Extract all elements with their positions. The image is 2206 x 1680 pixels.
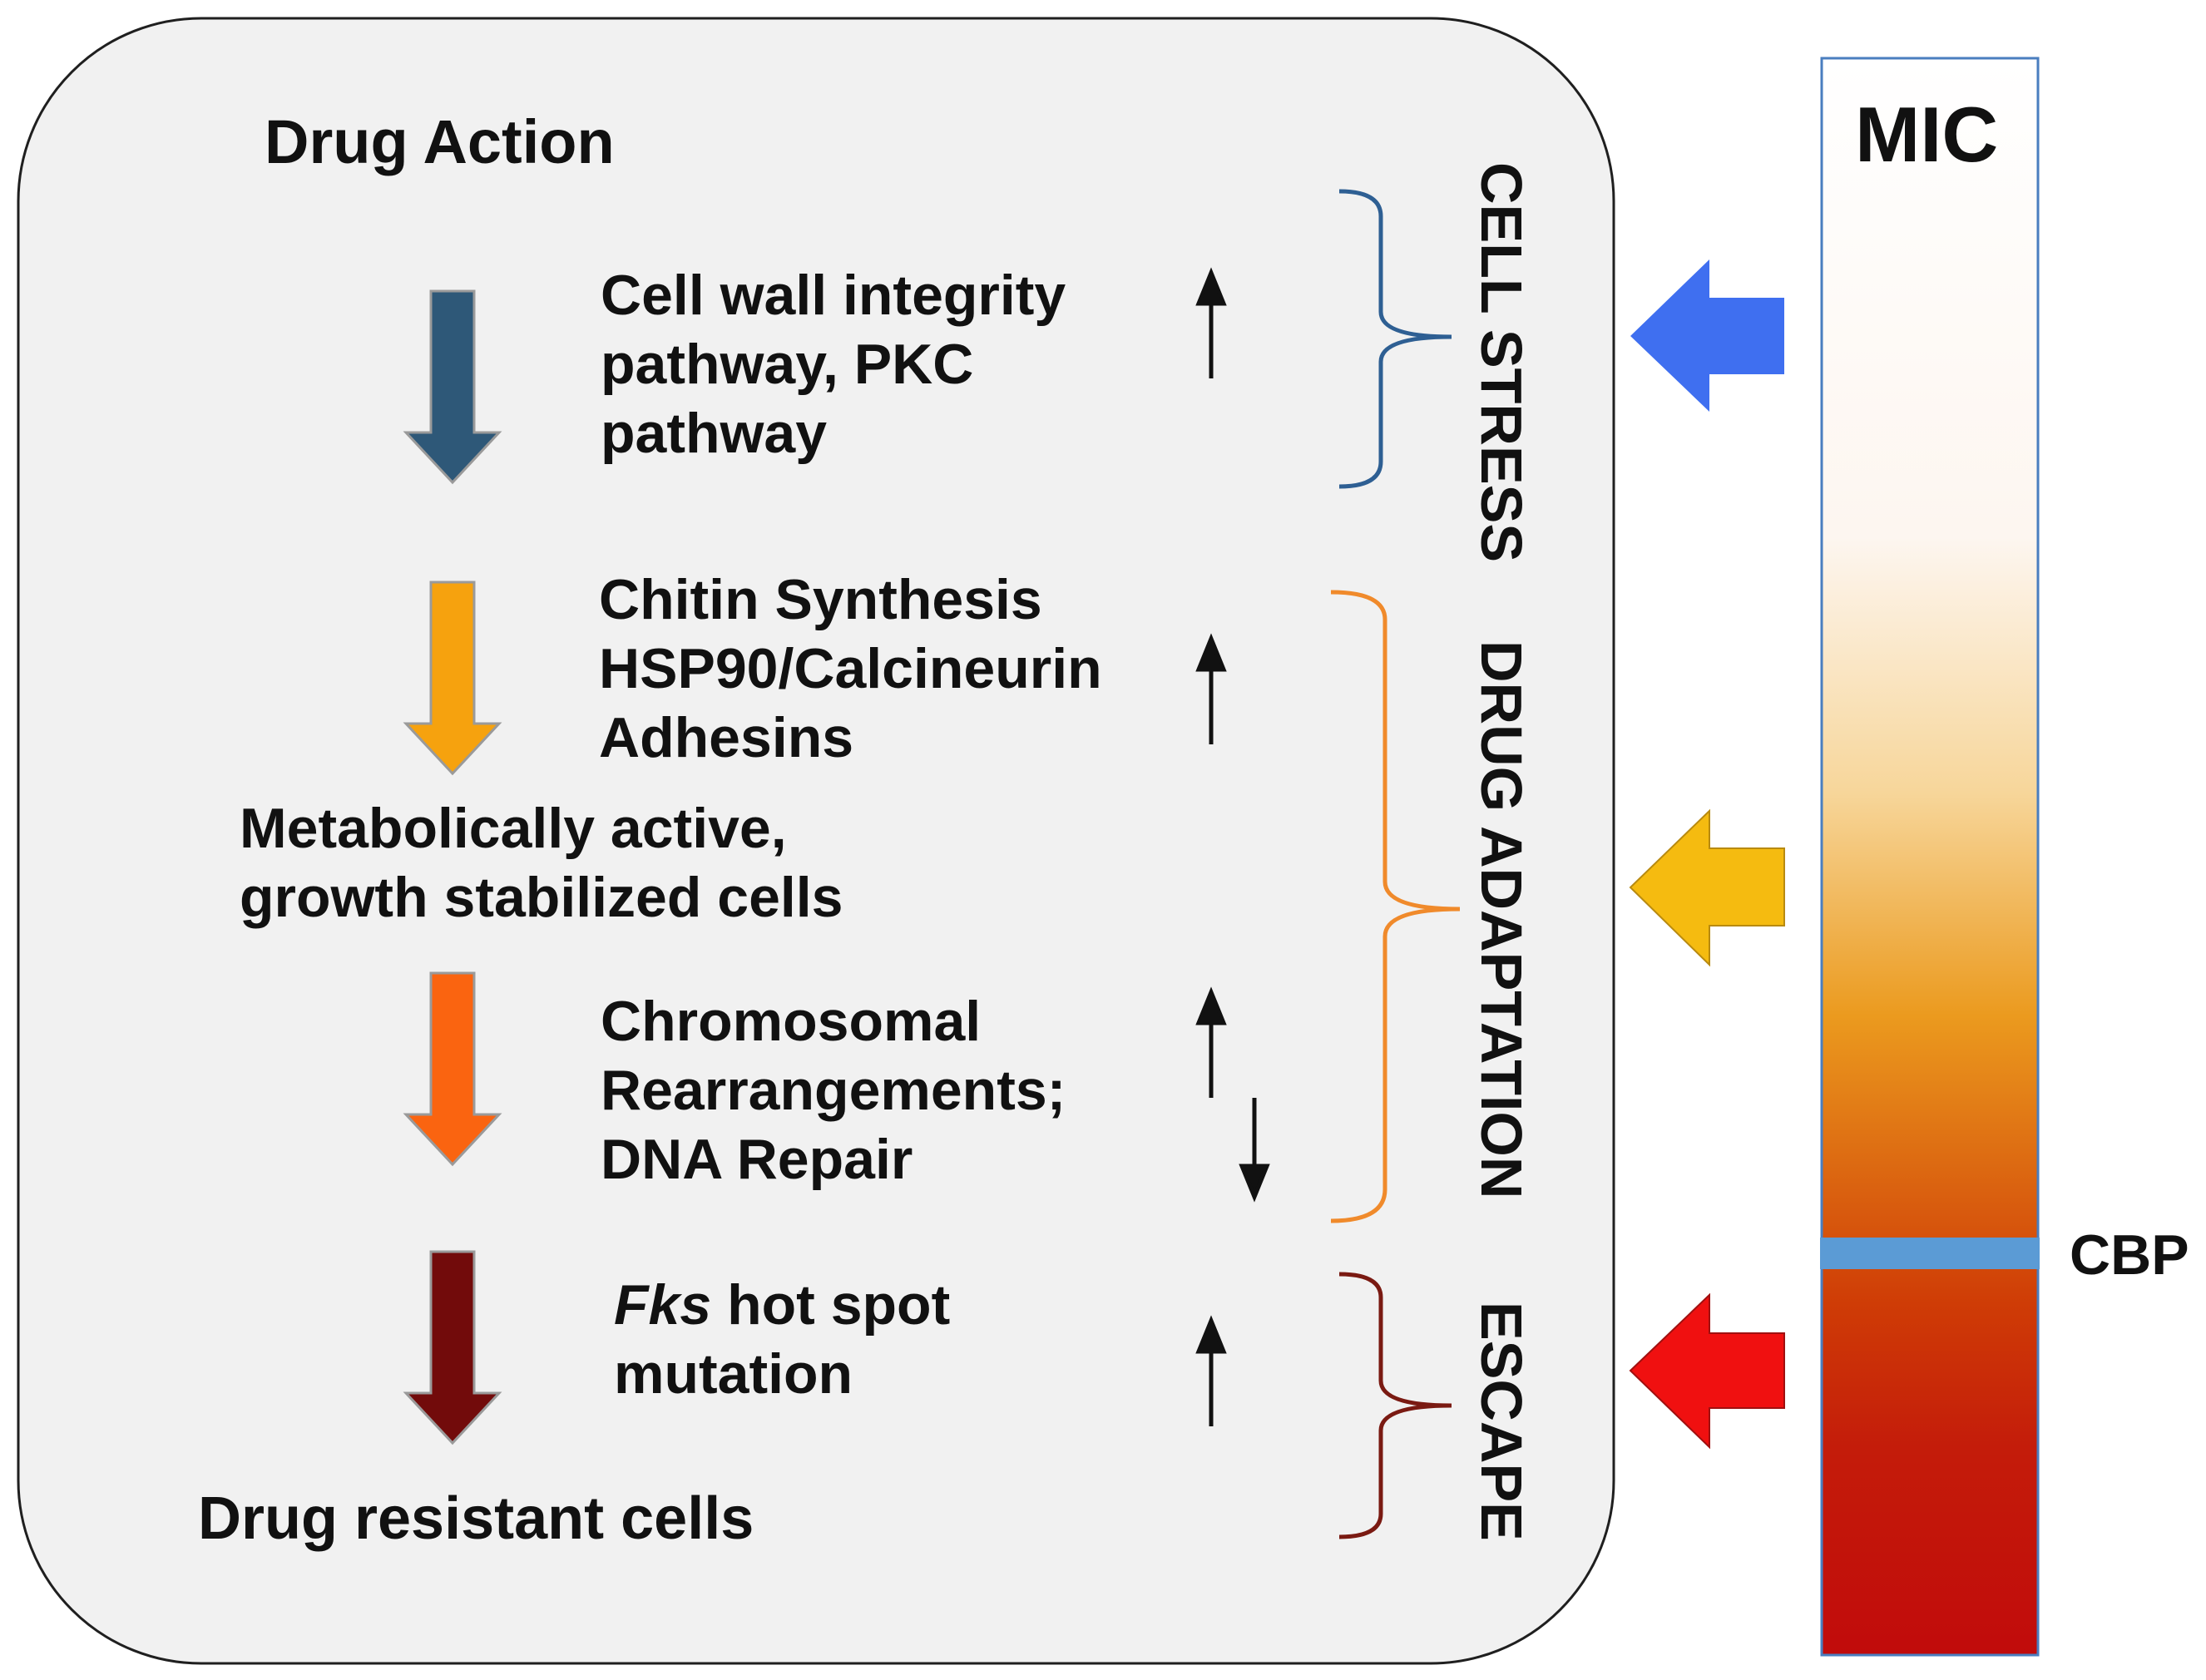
mic-scale-bar [1820,57,2040,1657]
stage-arrow-escape [1629,1292,1785,1450]
flow-arrow-3 [403,971,502,1167]
up-arrow-3-head [1195,986,1227,1025]
intermediate-text: Metabolically active, growth stabilized … [240,794,843,932]
step-4-text: Fks hot spot mutation [614,1271,950,1409]
step-1-line-2: pathway, PKC [601,333,974,396]
up-arrow-1-head [1195,267,1227,306]
step-4-line-2: mutation [614,1342,853,1406]
step-1-text: Cell wall integrity pathway, PKC pathway [601,261,1066,468]
up-arrow-2-head [1195,633,1227,672]
intermediate-line-2: growth stabilized cells [240,866,843,929]
up-arrow-4-head [1195,1315,1227,1354]
main-panel [17,17,1615,1665]
down-arrow-3-head [1239,1164,1270,1203]
step-2-line-2: HSP90/Calcineurin [599,637,1102,700]
step-1-line-1: Cell wall integrity [601,264,1066,327]
step-4-line-1-rest: hot spot [711,1273,951,1337]
step-3-line-1: Chromosomal [601,990,982,1053]
flow-arrow-4 [403,1250,502,1445]
outcome-text: Drug resistant cells [198,1485,754,1552]
brace-drug-adaptation [1330,590,1461,1223]
stage-arrow-cell-stress [1630,259,1784,412]
step-2-line-1: Chitin Synthesis [599,568,1042,631]
fks-gene-name: Fks [614,1273,712,1337]
mic-label: MIC [1855,91,1999,178]
brace-cell-stress [1338,189,1452,489]
stage-label-escape: ESCAPE [1469,1302,1534,1541]
step-2-line-3: Adhesins [599,706,854,769]
cbp-label: CBP [2070,1223,2189,1287]
brace-escape [1338,1272,1452,1539]
step-3-line-3: DNA Repair [601,1128,913,1191]
step-3-line-2: Rearrangements; [601,1059,1066,1122]
cbp-marker [1820,1238,2040,1269]
stage-label-cell-stress: CELL STRESS [1469,162,1534,563]
change-arrows [1195,267,1270,1426]
step-3-text: Chromosomal Rearrangements; DNA Repair [601,987,1066,1194]
intermediate-line-1: Metabolically active, [240,797,787,860]
stage-arrow-drug-adaptation [1629,808,1785,967]
step-4-line-1: Fks hot spot [614,1271,950,1340]
stage-label-drug-adaptation: DRUG ADAPTATION [1469,640,1534,1199]
step-2-text: Chitin Synthesis HSP90/Calcineurin Adhes… [599,566,1102,773]
flow-arrow-1 [403,289,502,485]
step-1-line-3: pathway [601,402,828,465]
flow-arrow-2 [403,581,502,776]
title: Drug Action [265,107,615,176]
